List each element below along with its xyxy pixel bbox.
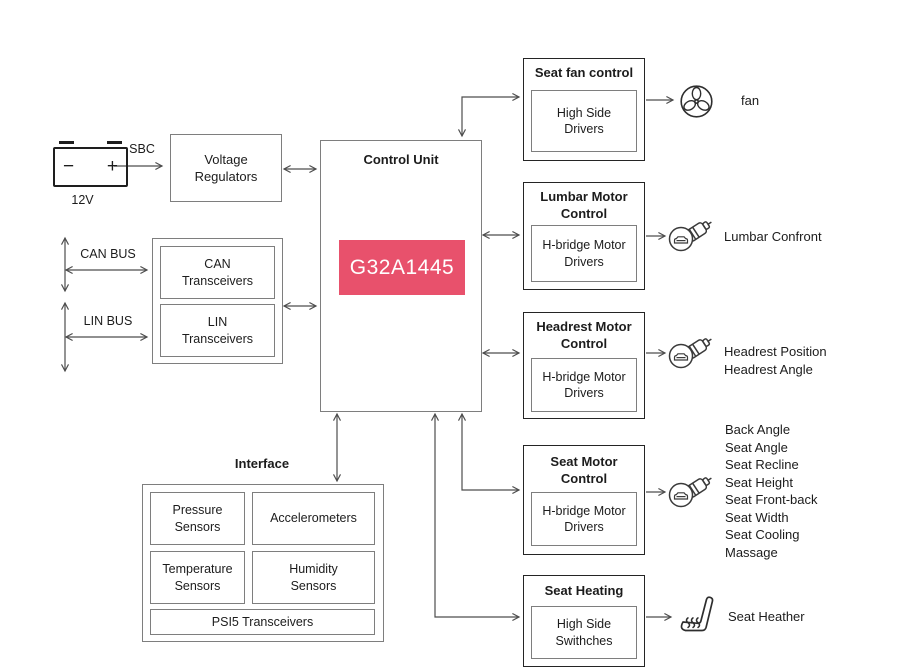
- output-line: Seat Width: [725, 509, 789, 525]
- battery-terminal-left: [59, 141, 74, 144]
- battery-icon: − +: [53, 141, 128, 187]
- module-title: Seat fan control: [534, 65, 634, 80]
- module-title: Seat Heating: [544, 583, 624, 598]
- temperature-sensors-box: Temperature Sensors: [150, 551, 245, 604]
- driver-box: H-bridge Motor Drivers: [531, 358, 637, 412]
- connector-cu-seat-heating: [430, 412, 521, 622]
- module-headrest-motor-control: Headrest Motor Control H-bridge Motor Dr…: [523, 312, 645, 419]
- fan-icon: [680, 85, 713, 118]
- fan-output-label: fan: [741, 93, 760, 108]
- can-transceivers-box: CAN Transceivers: [160, 246, 275, 299]
- seat-heating-output-label: Seat Heather: [728, 609, 805, 624]
- motor-icon: [668, 221, 712, 252]
- module-title: Seat Motor Control: [550, 454, 618, 486]
- output-line: Back Angle: [725, 422, 791, 437]
- control-unit-title: Control Unit: [363, 152, 439, 167]
- motor-icon: [668, 338, 712, 369]
- mcu-chip: G32A1445: [339, 240, 465, 295]
- module-title: Headrest Motor Control: [536, 319, 632, 351]
- output-line: Seat Recline: [725, 457, 799, 472]
- battery-terminal-right: [107, 141, 122, 144]
- driver-box: H-bridge Motor Drivers: [531, 492, 637, 546]
- humidity-sensors-box: Humidity Sensors: [252, 551, 375, 604]
- lin-transceivers-box: LIN Transceivers: [160, 304, 275, 357]
- pressure-sensors-box: Pressure Sensors: [150, 492, 245, 545]
- lin-bus-label: LIN BUS: [83, 314, 133, 328]
- output-line: Seat Angle: [725, 439, 788, 455]
- module-seat-motor-control: Seat Motor Control H-bridge Motor Driver…: [523, 445, 645, 555]
- psi5-transceivers-box: PSI5 Transceivers: [150, 609, 375, 635]
- connector-cu-seat-motor: [457, 412, 521, 495]
- can-bus-label: CAN BUS: [80, 247, 136, 261]
- driver-box: High Side Swithches: [531, 606, 637, 659]
- module-lumbar-motor-control: Lumbar Motor Control H-bridge Motor Driv…: [523, 182, 645, 290]
- output-line: Seat Front-back: [725, 492, 818, 507]
- seat-motor-output-labels: Back Angle Seat Angle Seat Recline Seat …: [725, 421, 818, 561]
- lumbar-output-label: Lumbar Confront: [724, 229, 822, 244]
- accelerometers-box: Accelerometers: [252, 492, 375, 545]
- output-line: Seat Cooling: [725, 527, 800, 542]
- output-line: Seat Height: [725, 474, 793, 490]
- voltage-regulators-box: Voltage Regulators: [170, 134, 282, 202]
- interface-label: Interface: [234, 456, 290, 471]
- output-line: Headrest Angle: [724, 362, 813, 377]
- module-seat-heating: Seat Heating High Side Swithches: [523, 575, 645, 667]
- sbc-label: SBC: [129, 142, 155, 156]
- output-line: Headrest Position: [724, 344, 827, 359]
- battery-plus-label: +: [106, 156, 118, 177]
- module-seat-fan-control: Seat fan control High Side Drivers: [523, 58, 645, 161]
- driver-box: High Side Drivers: [531, 90, 637, 152]
- seat-heater-icon: [680, 596, 714, 632]
- connector-cu-seat-fan: [457, 92, 521, 138]
- driver-box: H-bridge Motor Drivers: [531, 225, 637, 282]
- module-title: Lumbar Motor Control: [540, 189, 628, 221]
- battery-minus-label: −: [63, 156, 75, 177]
- motor-icon: [668, 477, 712, 508]
- battery-voltage-label: 12V: [71, 193, 94, 207]
- output-line: Massage: [725, 544, 778, 560]
- headrest-output-labels: Headrest Position Headrest Angle: [724, 343, 827, 379]
- control-unit-box: Control Unit G32A1445: [320, 140, 482, 412]
